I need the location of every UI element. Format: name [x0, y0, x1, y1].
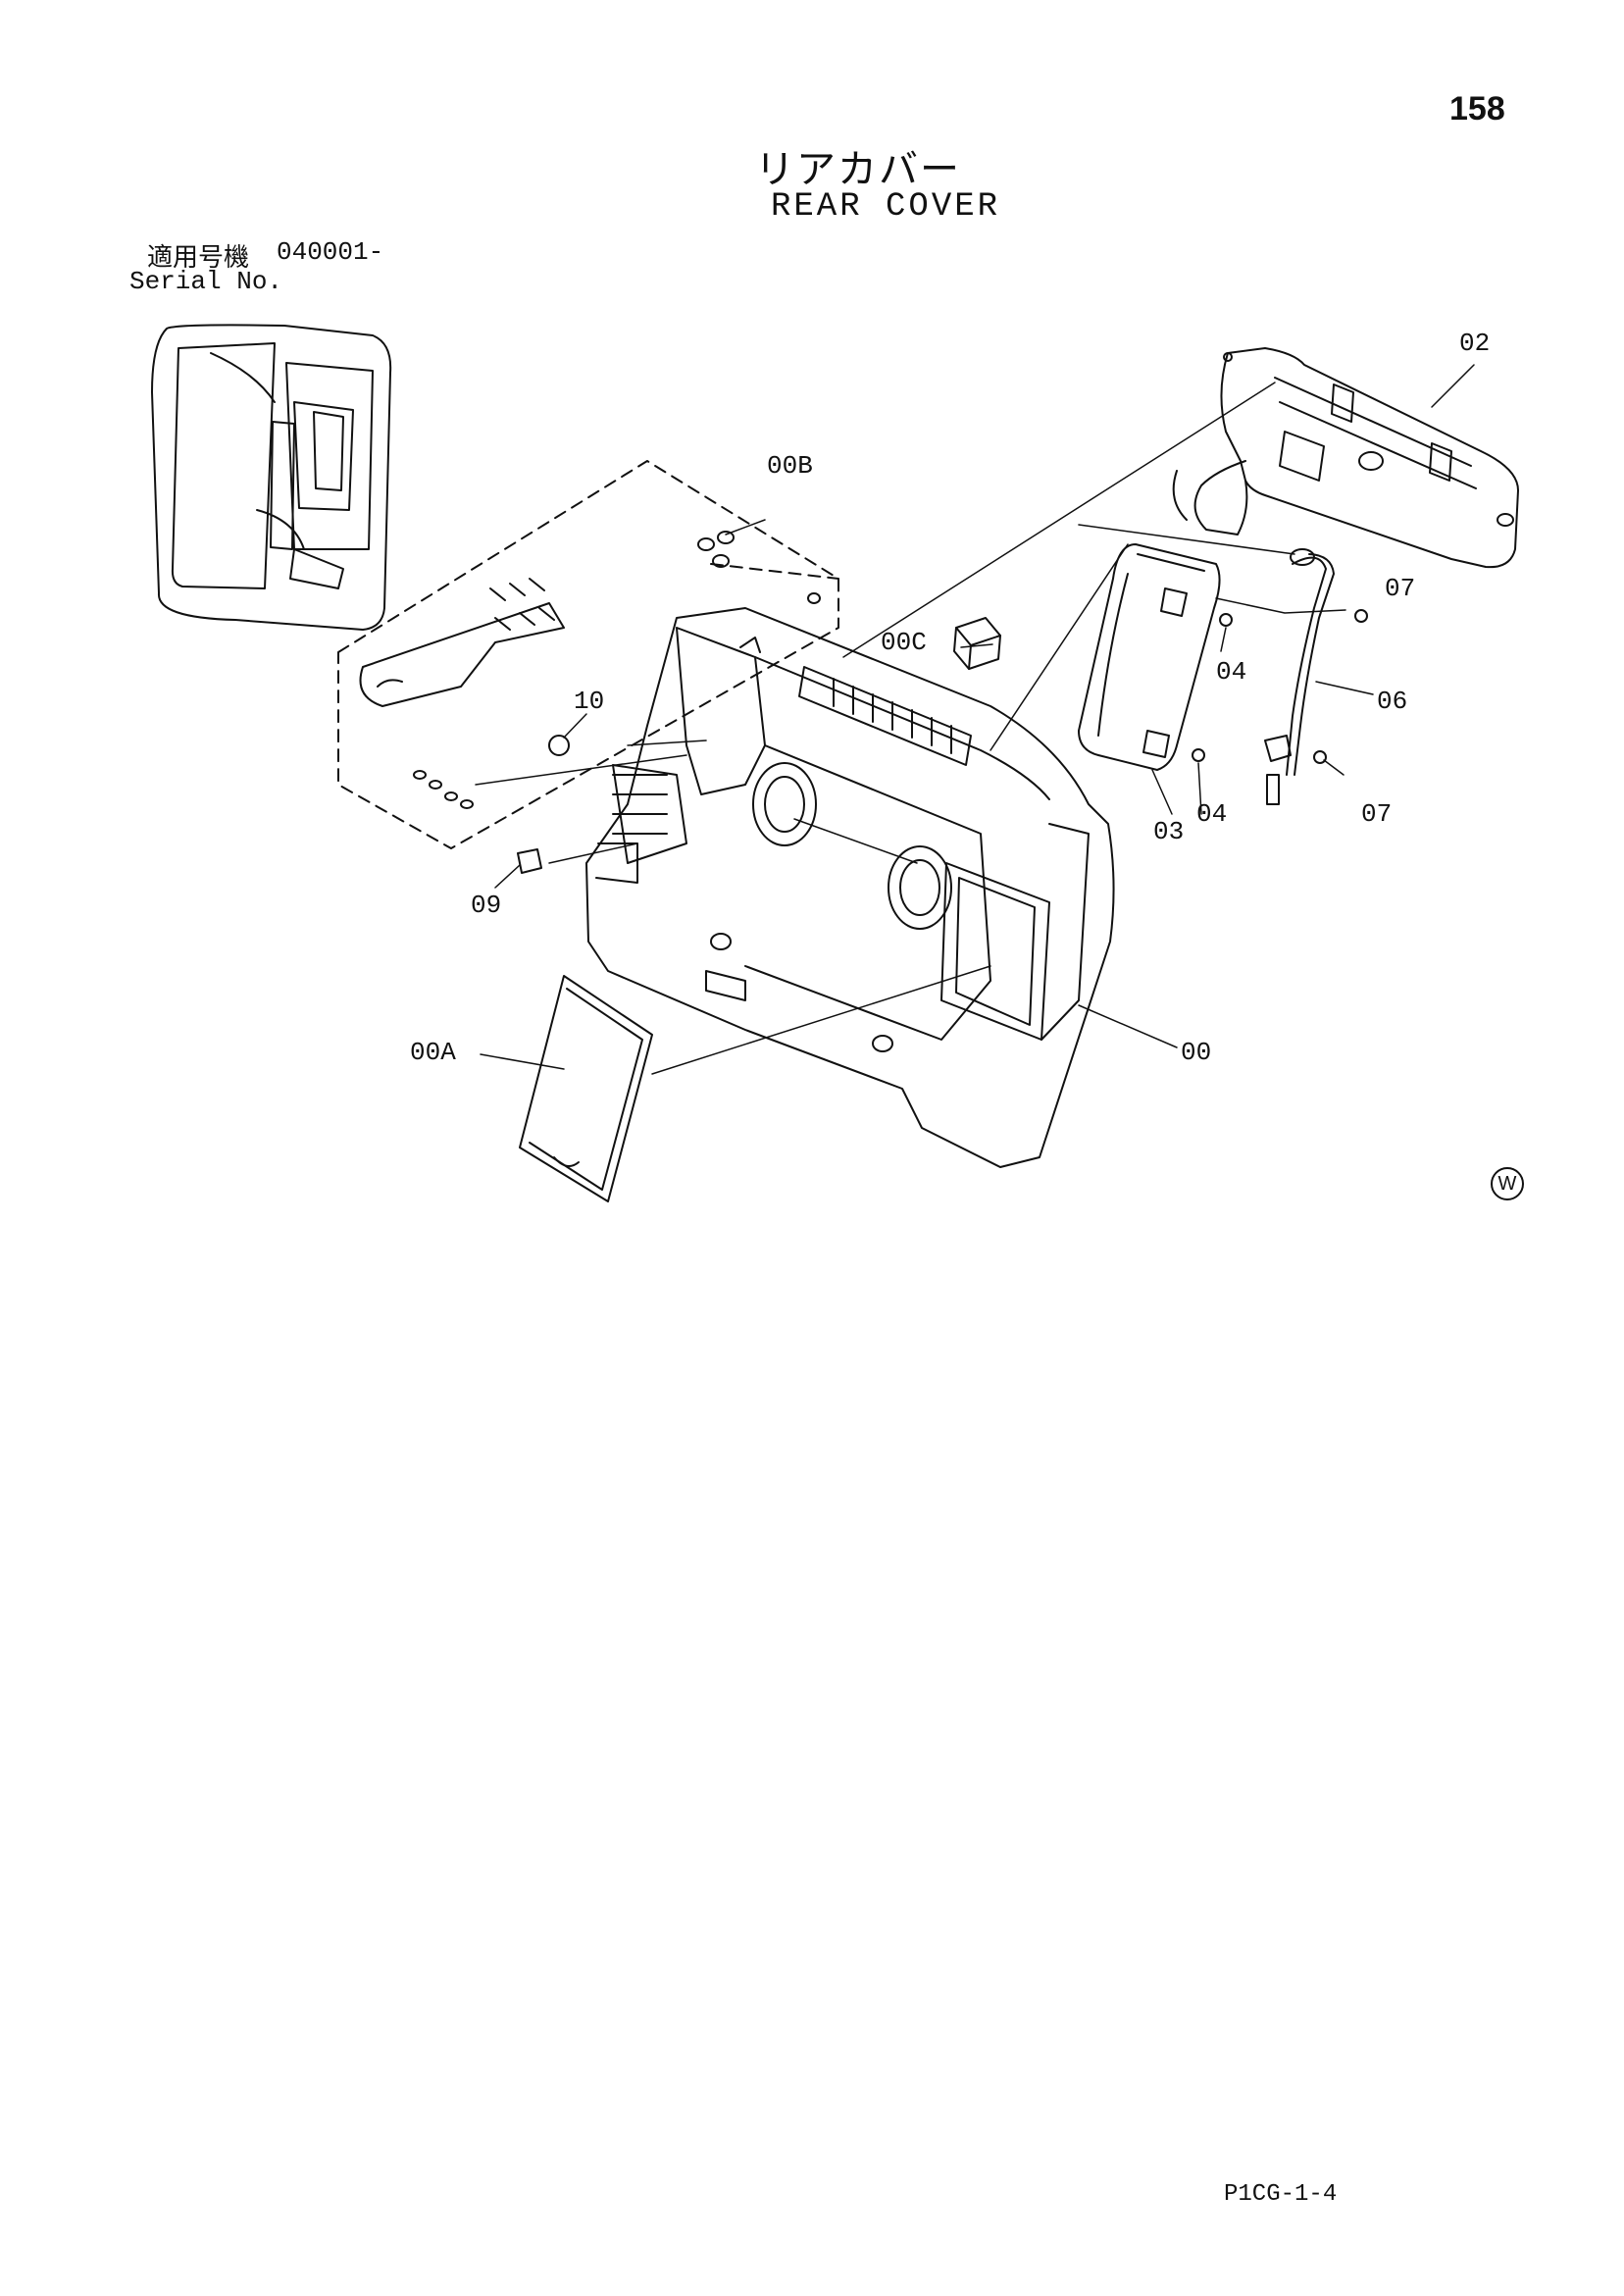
part-00A-cover-sheet: [519, 975, 653, 1202]
callout-07-upper: 07: [1385, 574, 1416, 603]
callout-07-lower: 07: [1361, 799, 1393, 829]
part-00-rear-cover-panel: [585, 607, 1115, 1168]
w-mark-icon: W: [1491, 1167, 1524, 1200]
part-06-hose: [1264, 548, 1335, 805]
callout-04-lower: 04: [1196, 799, 1228, 829]
callout-06: 06: [1377, 687, 1408, 716]
callout-00A: 00A: [410, 1038, 456, 1067]
part-09-cap: [517, 848, 542, 874]
title-english: REAR COVER: [771, 188, 1001, 226]
serial-label-japanese: 適用号機: [147, 243, 250, 273]
part-02-upper-cover-bracket: [1172, 347, 1519, 569]
bolts-04-07: [1192, 609, 1368, 764]
serial-number-value: 040001-: [277, 237, 384, 267]
serial-label-english: Serial No.: [129, 267, 283, 296]
leader-lines: [475, 364, 1475, 1075]
callout-00C: 00C: [881, 628, 927, 657]
part-03-air-duct: [1078, 543, 1221, 771]
part-00C-filter-block: [953, 617, 1001, 670]
footer-page-code: P1CG-1-4: [1224, 2181, 1338, 2208]
part-10-plug: [548, 735, 570, 756]
callout-00: 00: [1181, 1038, 1212, 1067]
cab-thumbnail-illustration: [151, 324, 392, 631]
page-number: 158: [1449, 90, 1505, 128]
callout-00B: 00B: [767, 451, 813, 481]
callout-09: 09: [471, 891, 502, 920]
callout-10: 10: [574, 687, 605, 716]
callout-02: 02: [1459, 329, 1491, 358]
title-japanese: リアカバー: [755, 147, 961, 192]
part-00B-bracket-kit: [337, 460, 839, 849]
callout-03: 03: [1153, 817, 1185, 846]
callout-04-upper: 04: [1216, 657, 1247, 687]
